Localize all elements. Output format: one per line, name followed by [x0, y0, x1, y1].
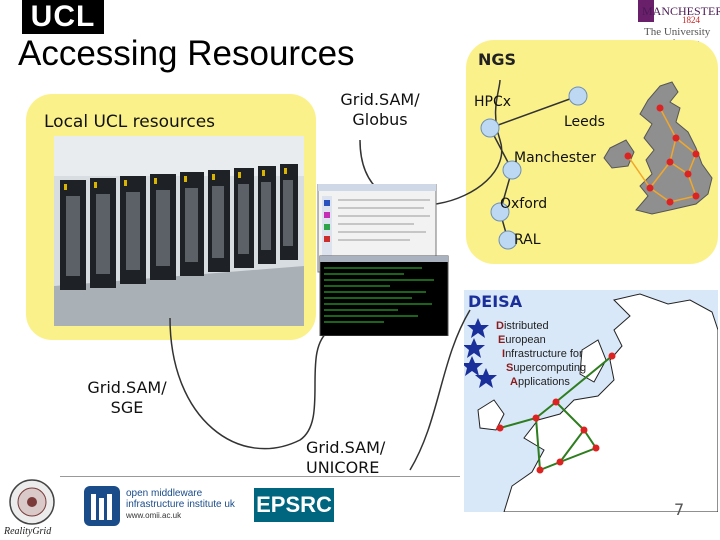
manchester-logo: MANCHESTER 1824 The University chester — [638, 0, 720, 49]
footer-divider — [60, 476, 460, 477]
ngs-node-hpcx — [480, 118, 500, 138]
manchester-logo-line1: The University — [644, 26, 711, 38]
deisa-cap: A — [510, 376, 518, 388]
gridsam-unicore-line1: Grid.SAM/ — [306, 438, 386, 457]
manchester-logo-name: MANCHESTER — [642, 4, 720, 18]
epsrc-logo: EPSRC — [254, 488, 334, 522]
manchester-logo-year: 1824 — [682, 15, 700, 25]
realitygrid-logo-icon — [9, 479, 55, 525]
deisa-line: Distributed — [496, 320, 586, 332]
deisa-cap: S — [506, 362, 514, 374]
deisa-rest: istributed — [503, 320, 549, 332]
ngs-node-oxford — [490, 202, 510, 222]
page-title: Accessing Resources — [18, 34, 355, 73]
deisa-rest: nfrastructure for — [505, 348, 583, 360]
deisa-line: Infrastructure for — [502, 348, 586, 360]
europe-map — [464, 293, 718, 512]
deisa-acronym: Distributed European Infrastructure for … — [496, 320, 586, 388]
ngs-nodes — [480, 86, 588, 250]
deisa-rest: pplications — [517, 376, 570, 388]
ngs-site-hpcx: HPCx — [474, 94, 512, 110]
ngs-site-oxford: Oxford — [500, 196, 548, 212]
gridsam-sge-line1: Grid.SAM/ — [87, 378, 167, 397]
deisa-cap: E — [498, 334, 506, 346]
gridsam-globus-line1: Grid.SAM/ — [340, 90, 420, 109]
gridsam-sge-label: Grid.SAM/ SGE — [72, 378, 182, 418]
realitygrid-label: RealityGrid — [4, 526, 52, 537]
ngs-node-ral — [498, 230, 518, 250]
ngs-site-ral: RAL — [514, 232, 541, 248]
omii-line1: open middleware — [126, 488, 203, 499]
ucl-logo: UCL — [22, 0, 104, 34]
gridsam-sge-line2: SGE — [110, 398, 144, 417]
omii-logo: open middleware infrastructure institute… — [82, 482, 242, 528]
deisa-cap: I — [502, 348, 506, 360]
local-resources-label: Local UCL resources — [44, 112, 216, 132]
uk-map — [603, 81, 713, 215]
ngs-site-manchester: Manchester — [514, 150, 596, 166]
cluster-photo — [54, 136, 304, 326]
deisa-title: DEISA — [468, 292, 523, 311]
ngs-node-manchester — [502, 160, 522, 180]
deisa-line: European — [498, 334, 586, 346]
deisa-line: Supercomputing — [506, 362, 586, 374]
gridsam-globus-line2: Globus — [352, 110, 408, 129]
manchester-crest-icon — [638, 0, 654, 22]
deisa-line: Applications — [510, 376, 586, 388]
omii-icon — [84, 486, 120, 526]
gridsam-unicore-line2: UNICORE — [306, 458, 380, 477]
deisa-cap: D — [496, 320, 504, 332]
page-number: 7 — [674, 500, 685, 519]
client-screenshots — [317, 184, 449, 336]
omii-line2: infrastructure institute uk — [126, 499, 235, 510]
deisa-rest: upercomputing — [513, 362, 587, 374]
omii-url: www.omii.ac.uk — [126, 511, 182, 520]
ngs-title: NGS — [478, 50, 517, 69]
gridsam-unicore-label: Grid.SAM/ UNICORE — [306, 438, 416, 478]
deisa-rest: uropean — [505, 334, 546, 346]
ngs-node-leeds — [568, 86, 588, 106]
omii-text: open middleware infrastructure institute… — [126, 488, 235, 521]
gridsam-globus-label: Grid.SAM/ Globus — [330, 90, 430, 130]
ngs-site-leeds: Leeds — [564, 114, 605, 130]
